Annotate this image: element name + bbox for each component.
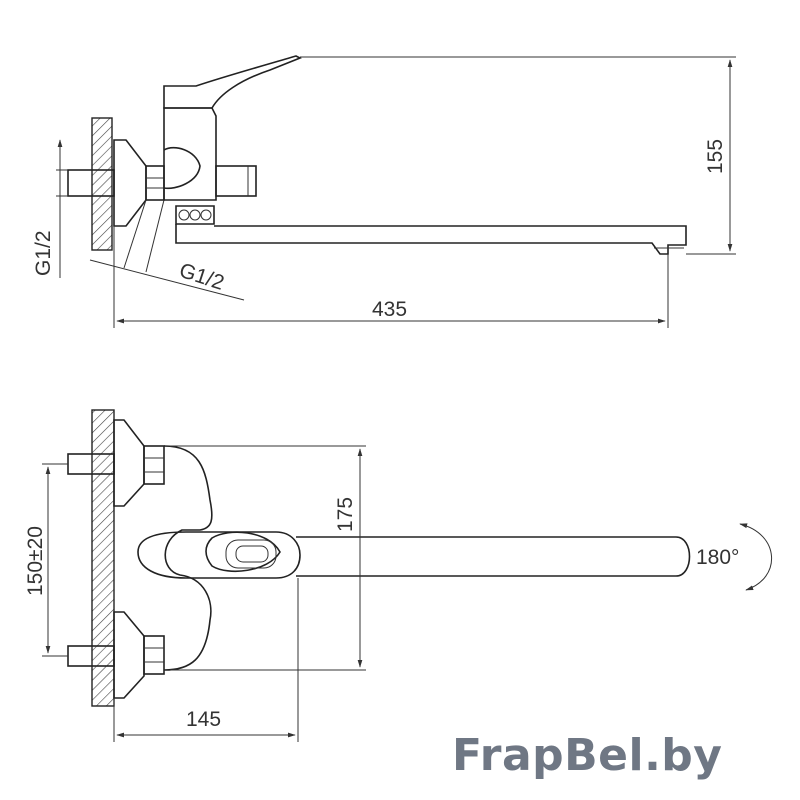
dim-155-label: 155 bbox=[704, 139, 727, 174]
rotation-arrow bbox=[739, 523, 772, 591]
escutcheon-lower bbox=[113, 611, 145, 699]
escutcheon-upper bbox=[113, 419, 145, 507]
thread-vertical-label: G1/2 bbox=[32, 230, 55, 276]
valve-body-side bbox=[163, 107, 217, 201]
mixer-body-top bbox=[163, 445, 213, 671]
nut-side bbox=[145, 165, 165, 201]
handle-top bbox=[137, 531, 301, 579]
side-view bbox=[56, 55, 736, 328]
escutcheon-side bbox=[113, 139, 147, 227]
wall-hatch-top bbox=[91, 409, 115, 707]
dim-175-label: 175 bbox=[334, 497, 357, 532]
dim-145-label: 145 bbox=[186, 708, 221, 731]
thread-diagonal-dim-line bbox=[89, 259, 245, 301]
dim-435-label: 435 bbox=[372, 298, 407, 321]
top-view bbox=[42, 409, 772, 742]
nut-lower bbox=[143, 635, 165, 675]
dim-pitch-label: 150±20 bbox=[24, 526, 47, 596]
cartridge-cap-side bbox=[215, 165, 257, 197]
nut-upper bbox=[143, 445, 165, 485]
watermark: FrapBel.by bbox=[452, 730, 723, 781]
spout-top bbox=[296, 536, 691, 577]
wall-hatch-side bbox=[91, 117, 113, 251]
rotation-label: 180° bbox=[696, 546, 739, 569]
handle-lever-side bbox=[163, 55, 302, 109]
aerator-knurl-side bbox=[175, 205, 215, 225]
spout-side bbox=[175, 224, 687, 255]
